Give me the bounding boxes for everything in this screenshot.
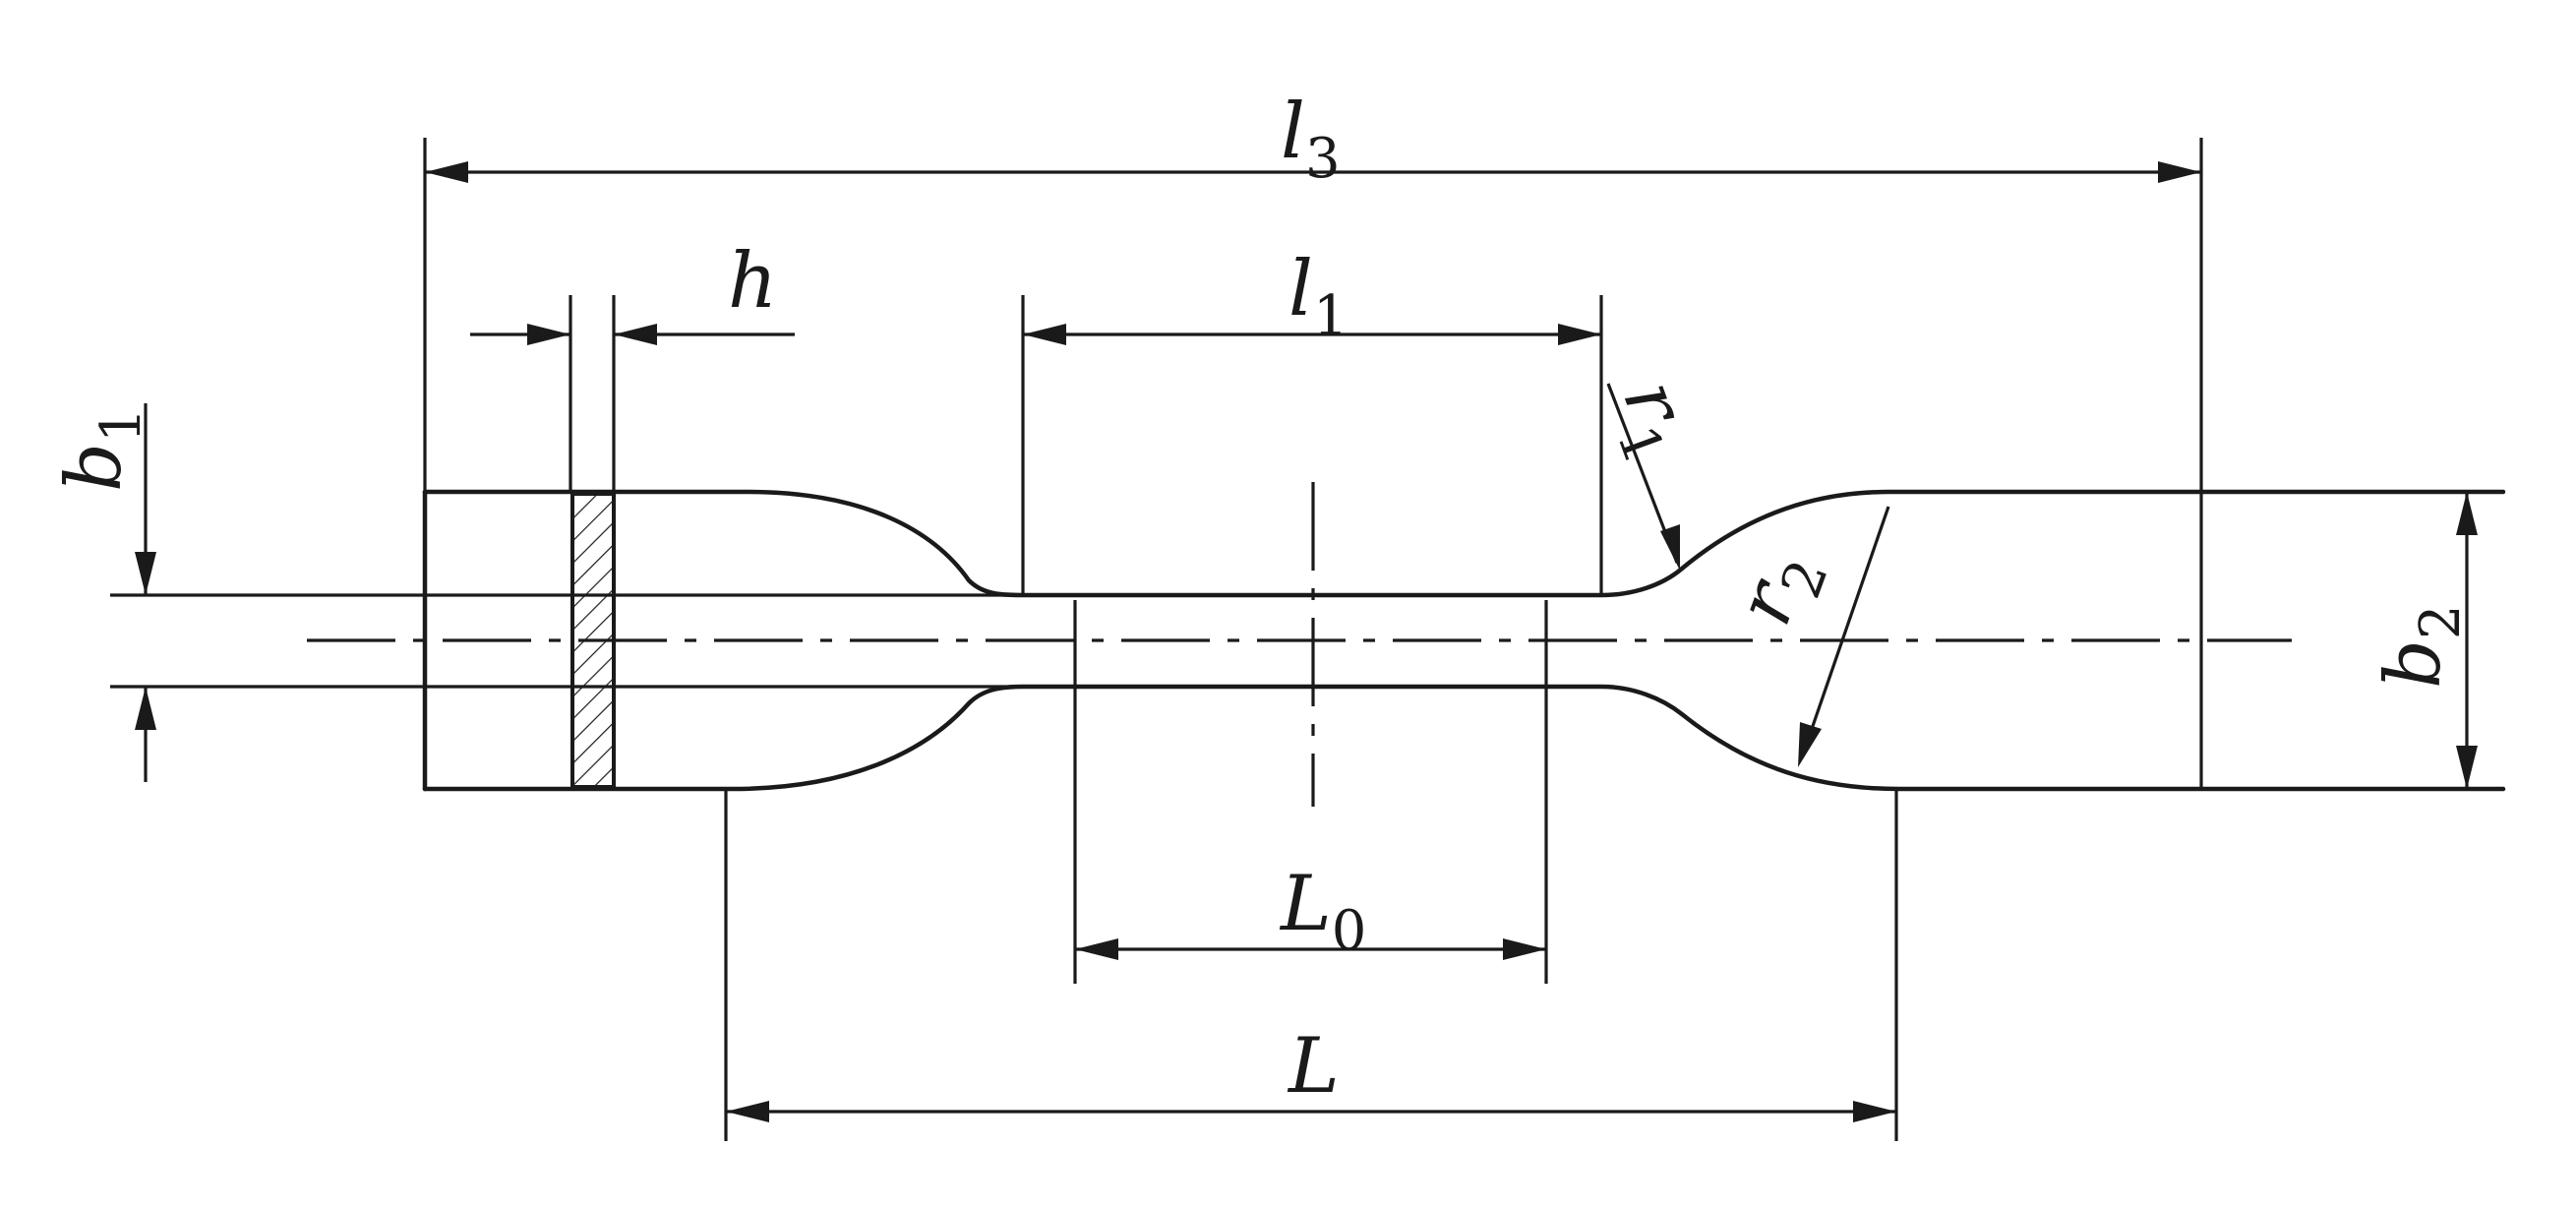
dimension-r2: r2 (1719, 506, 1890, 767)
label-l1-main: l (1288, 245, 1313, 333)
svg-text:L: L (1287, 1022, 1340, 1111)
svg-text:L0: L0 (1279, 860, 1366, 963)
dimension-l1: l1 (1023, 245, 1601, 348)
specimen-bottom-edge (422, 684, 2506, 792)
dimension-L: L (726, 1022, 1896, 1122)
svg-text:r2: r2 (1719, 538, 1841, 640)
svg-text:h: h (728, 237, 777, 326)
label-h: h (728, 237, 777, 326)
svg-text:b2: b2 (2369, 604, 2473, 689)
dimension-b2: b2 (2369, 492, 2478, 789)
label-b1-sub: 1 (90, 407, 153, 443)
svg-text:l1: l1 (1288, 245, 1348, 348)
label-L0-main: L (1279, 860, 1332, 948)
label-b1-main: b (50, 443, 139, 492)
svg-text:b1: b1 (50, 407, 153, 492)
specimen-top-edge (422, 489, 2506, 598)
label-b2-sub: 2 (2409, 604, 2473, 639)
extension-lines (110, 138, 2503, 1141)
dimension-L0: L0 (1075, 860, 1546, 963)
dimension-h: h (470, 237, 795, 345)
label-l3-main: l (1281, 88, 1305, 176)
label-L0-sub: 0 (1332, 899, 1367, 963)
label-b2-main: b (2369, 639, 2458, 689)
dimension-l3: l3 (425, 88, 2201, 191)
dimension-b1: b1 (50, 403, 156, 782)
label-L: L (1287, 1022, 1340, 1111)
label-l1-sub: 1 (1313, 284, 1348, 348)
dimension-r1: r1 (1604, 370, 1703, 571)
svg-text:l3: l3 (1281, 88, 1341, 191)
label-l3-sub: 3 (1305, 127, 1341, 191)
